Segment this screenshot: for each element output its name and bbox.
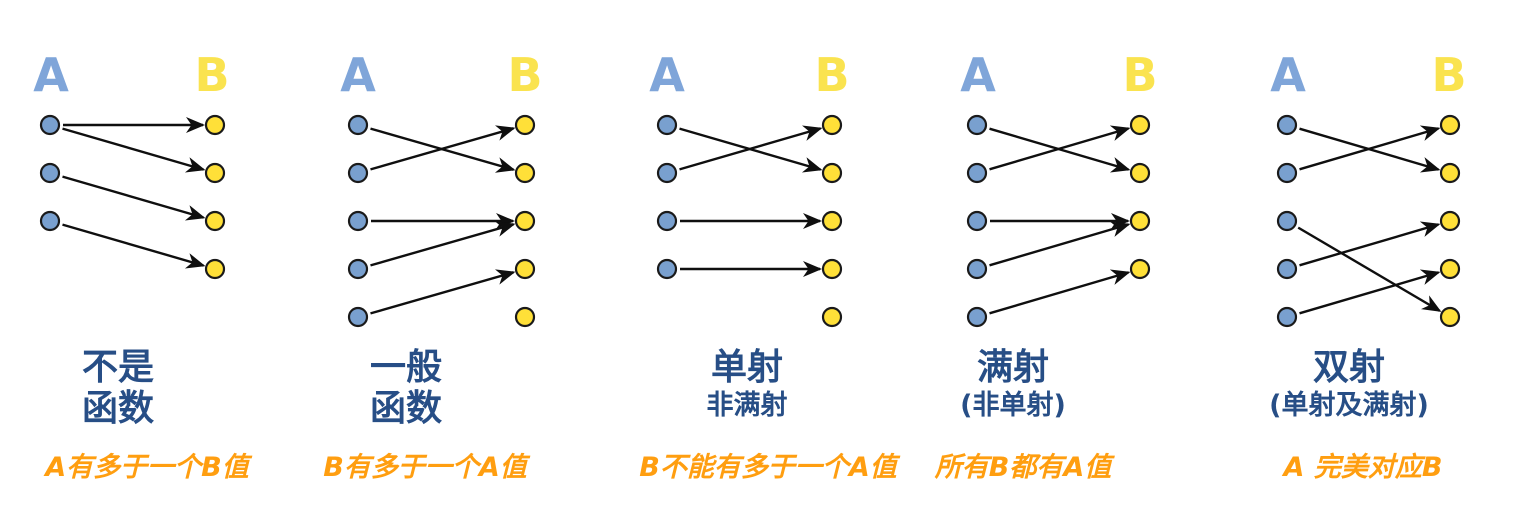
panel-title: 满射 (非单射) <box>803 347 1223 424</box>
mapping-arrow <box>1297 226 1442 312</box>
mapping-arrow <box>370 221 516 267</box>
set-b-dot <box>821 114 843 136</box>
set-b-dot <box>1439 306 1461 328</box>
set-a-dot <box>656 210 678 232</box>
set-a-header: A <box>33 48 69 102</box>
panel-subtitle: A有多于一个B值 <box>45 452 249 483</box>
set-a-dot <box>347 306 369 328</box>
set-b-dot <box>1129 258 1151 280</box>
set-b-dot <box>514 162 536 184</box>
set-a-header: A <box>649 48 685 102</box>
panel-subtitle: B有多于一个A值 <box>323 452 527 483</box>
set-b-header: B <box>1122 48 1158 102</box>
mapping-arrow <box>62 175 206 221</box>
mapping-arrow <box>1299 269 1441 315</box>
panel-subtitle: 所有B都有A值 <box>934 452 1112 483</box>
set-b-dot <box>821 258 843 280</box>
set-a-dot <box>656 114 678 136</box>
set-a-dot <box>1276 306 1298 328</box>
set-a-dot <box>966 114 988 136</box>
set-a-dot <box>347 258 369 280</box>
set-a-dot <box>347 162 369 184</box>
title-line1: 双射 <box>1312 347 1385 388</box>
set-b-dot <box>821 162 843 184</box>
title-line1: 不是 <box>81 347 154 388</box>
panel-title: 单射 非满射 <box>537 347 957 424</box>
set-b-header: B <box>194 48 230 102</box>
set-a-dot <box>966 306 988 328</box>
set-a-dot <box>1276 114 1298 136</box>
mapping-arrow <box>679 125 823 171</box>
set-a-dot <box>1276 210 1298 232</box>
mapping-arrow <box>62 223 206 269</box>
set-b-dot <box>514 258 536 280</box>
set-b-dot <box>1439 258 1461 280</box>
set-a-dot <box>656 258 678 280</box>
set-a-dot <box>347 210 369 232</box>
panel-subtitle: A 完美对应B <box>1283 452 1443 483</box>
set-b-dot <box>1129 114 1151 136</box>
panel-subtitle: B不能有多于一个A值 <box>639 452 897 483</box>
set-a-dot <box>1276 162 1298 184</box>
title-line2: 函数 <box>369 388 442 429</box>
set-b-header: B <box>814 48 850 102</box>
set-b-dot <box>204 114 226 136</box>
set-b-dot <box>204 162 226 184</box>
set-b-dot <box>514 306 536 328</box>
set-b-dot <box>514 210 536 232</box>
set-b-dot <box>821 210 843 232</box>
title-line1: 满射 <box>976 347 1049 388</box>
set-b-dot <box>1129 210 1151 232</box>
set-a-header: A <box>340 48 376 102</box>
set-dots <box>39 114 1461 328</box>
title-line2: 非满射 <box>706 390 788 421</box>
set-b-dot <box>821 306 843 328</box>
mapping-arrow <box>989 221 1131 267</box>
set-b-dot <box>1129 162 1151 184</box>
title-line2: (非单射) <box>960 390 1066 421</box>
title-line1: 一般 <box>369 347 442 388</box>
mapping-arrow <box>989 125 1131 171</box>
mapping-arrow <box>370 269 516 315</box>
mapping-arrow <box>370 125 516 171</box>
mapping-arrow <box>62 127 206 173</box>
set-a-dot <box>39 162 61 184</box>
set-a-dot <box>39 210 61 232</box>
set-b-dot <box>514 114 536 136</box>
set-a-dot <box>966 210 988 232</box>
set-b-dot <box>204 258 226 280</box>
mapping-arrow <box>1299 221 1441 267</box>
set-a-dot <box>1276 258 1298 280</box>
set-b-header: B <box>507 48 543 102</box>
mapping-arrow <box>989 269 1131 315</box>
panel-title: 双射 (单射及满射) <box>1139 347 1528 424</box>
mapping-arrow <box>1299 125 1441 171</box>
panel-title: 不是 函数 <box>0 347 328 429</box>
panel-title: 一般 函数 <box>196 347 616 429</box>
set-b-header: B <box>1431 48 1467 102</box>
set-b-dot <box>1439 114 1461 136</box>
set-a-dot <box>966 162 988 184</box>
title-line2: (单射及满射) <box>1269 390 1429 421</box>
set-b-dot <box>1439 162 1461 184</box>
title-line1: 单射 <box>710 347 783 388</box>
set-a-dot <box>966 258 988 280</box>
set-a-dot <box>347 114 369 136</box>
set-a-header: A <box>960 48 996 102</box>
mapping-arrows <box>62 117 1442 315</box>
set-a-dot <box>39 114 61 136</box>
set-a-header: A <box>1270 48 1306 102</box>
set-a-dot <box>656 162 678 184</box>
set-b-dot <box>204 210 226 232</box>
set-b-dot <box>1439 210 1461 232</box>
title-line2: 函数 <box>81 388 154 429</box>
